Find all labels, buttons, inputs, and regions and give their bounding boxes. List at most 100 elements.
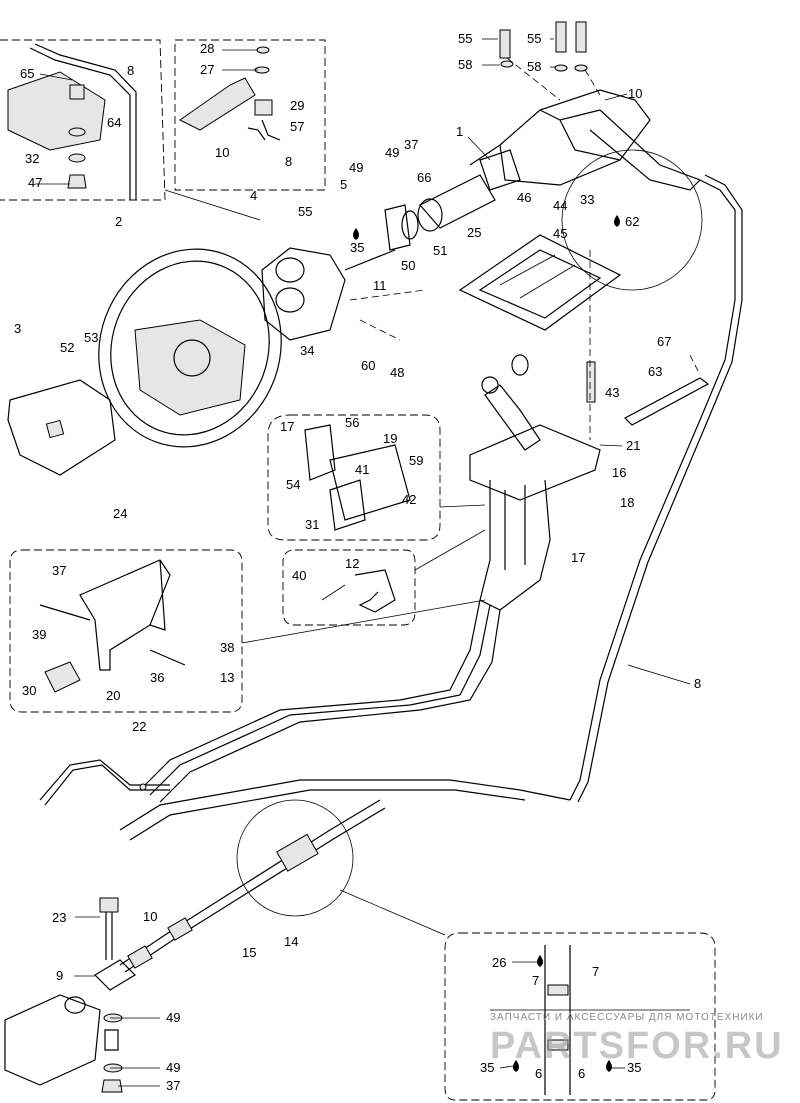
callout-label: 46 bbox=[517, 190, 531, 205]
callout-label: 10 bbox=[215, 145, 229, 160]
callout-label: 58 bbox=[458, 57, 472, 72]
rod-63 bbox=[624, 377, 710, 426]
lever-9-drawing bbox=[4, 897, 136, 1093]
callout-label: 45 bbox=[553, 226, 567, 241]
callout-label: 39 bbox=[32, 627, 46, 642]
leader-line bbox=[164, 189, 261, 221]
callout-label: 2 bbox=[115, 214, 122, 229]
callout-label: 53 bbox=[84, 330, 98, 345]
shifter-mechanism-drawing bbox=[119, 354, 601, 841]
callout-label: 38 bbox=[220, 640, 234, 655]
callout-label: 12 bbox=[345, 556, 359, 571]
callout-label: 5 bbox=[340, 177, 347, 192]
callout-label: 22 bbox=[132, 719, 146, 734]
lubricant-drop-icon bbox=[537, 955, 543, 967]
callout-label: 67 bbox=[657, 334, 671, 349]
callout-label: 48 bbox=[390, 365, 404, 380]
callout-label: 8 bbox=[285, 154, 292, 169]
callout-label: 6 bbox=[578, 1066, 585, 1081]
bracket-drawing bbox=[39, 559, 186, 693]
callout-label: 32 bbox=[25, 151, 39, 166]
callout-label: 66 bbox=[417, 170, 431, 185]
callout-label: 17 bbox=[571, 550, 585, 565]
callout-label: 58 bbox=[527, 59, 541, 74]
callout-label: 49 bbox=[385, 145, 399, 160]
callout-label: 51 bbox=[433, 243, 447, 258]
callout-label: 30 bbox=[22, 683, 36, 698]
callout-label: 7 bbox=[532, 973, 539, 988]
callout-label: 7 bbox=[592, 964, 599, 979]
callout-label: 55 bbox=[298, 204, 312, 219]
horn-pad-drawing bbox=[7, 379, 116, 476]
callout-label: 16 bbox=[612, 465, 626, 480]
detail-box-cable-end bbox=[0, 39, 166, 201]
steering-column-drawing bbox=[384, 89, 743, 803]
watermark-brand: PARTSFOR.RU bbox=[490, 1025, 784, 1067]
callout-label: 1 bbox=[456, 124, 463, 139]
callout-label: 31 bbox=[305, 517, 319, 532]
callout-label: 36 bbox=[150, 670, 164, 685]
callout-label: 40 bbox=[292, 568, 306, 583]
callout-label: 37 bbox=[404, 137, 418, 152]
callout-label: 49 bbox=[166, 1010, 180, 1025]
callout-label: 41 bbox=[355, 462, 369, 477]
callout-label: 50 bbox=[401, 258, 415, 273]
callout-label: 37 bbox=[166, 1078, 180, 1093]
detail-box-shift-lock bbox=[282, 549, 416, 626]
cable-end-detail-drawing bbox=[7, 43, 137, 200]
callout-label: 49 bbox=[166, 1060, 180, 1075]
cable-clip-detail-drawing bbox=[179, 46, 281, 141]
callout-label: 10 bbox=[628, 86, 642, 101]
callout-label: 15 bbox=[242, 945, 256, 960]
callout-label: 24 bbox=[113, 506, 127, 521]
leader-line bbox=[241, 599, 486, 644]
callout-label: 3 bbox=[14, 321, 21, 336]
watermark-tagline: ЗАПЧАСТИ И АКСЕССУАРЫ ДЛЯ МОТОТЕХНИКИ bbox=[490, 1012, 764, 1023]
adjuster-closeup-drawing bbox=[490, 945, 690, 1095]
shifter-plate-drawing bbox=[458, 234, 622, 331]
watermark: ЗАПЧАСТИ И АКСЕССУАРЫ ДЛЯ МОТОТЕХНИКИ PA… bbox=[490, 1012, 784, 1067]
detail-box-cable-adjuster bbox=[444, 932, 716, 1101]
callout-label: 55 bbox=[527, 31, 541, 46]
callout-label: 18 bbox=[620, 495, 634, 510]
callout-label: 33 bbox=[580, 192, 594, 207]
callout-label: 26 bbox=[492, 955, 506, 970]
pin-40 bbox=[321, 584, 346, 601]
lubricant-drop-icon bbox=[614, 215, 620, 227]
leader-line bbox=[339, 889, 446, 936]
callout-label: 44 bbox=[553, 198, 567, 213]
callout-label: 47 bbox=[28, 175, 42, 190]
lubricant-drop-icon bbox=[353, 228, 359, 240]
callout-label: 64 bbox=[107, 115, 121, 130]
callout-label: 57 bbox=[290, 119, 304, 134]
callout-label: 9 bbox=[56, 968, 63, 983]
callout-label: 55 bbox=[458, 31, 472, 46]
callout-label: 35 bbox=[350, 240, 364, 255]
callout-label: 10 bbox=[143, 909, 157, 924]
gate-plate-drawing bbox=[304, 424, 411, 531]
callout-labels: 65 8 64 32 47 28 27 29 57 10 8 55 55 58 … bbox=[14, 31, 701, 1093]
callout-label: 8 bbox=[694, 676, 701, 691]
callout-label: 35 bbox=[480, 1060, 494, 1075]
top-fasteners-drawing bbox=[349, 21, 701, 440]
shift-cable-22-drawing bbox=[39, 759, 170, 806]
callout-label: 60 bbox=[361, 358, 375, 373]
callout-label: 28 bbox=[200, 41, 214, 56]
callout-label: 4 bbox=[250, 188, 257, 203]
callout-label: 62 bbox=[625, 214, 639, 229]
callout-label: 52 bbox=[60, 340, 74, 355]
callout-label: 49 bbox=[349, 160, 363, 175]
callout-label: 63 bbox=[648, 364, 662, 379]
callout-label: 35 bbox=[627, 1060, 641, 1075]
callout-label: 20 bbox=[106, 688, 120, 703]
callout-label: 25 bbox=[467, 225, 481, 240]
callout-label: 11 bbox=[373, 278, 387, 293]
callout-label: 43 bbox=[605, 385, 619, 400]
callout-label: 14 bbox=[284, 934, 298, 949]
callout-label: 23 bbox=[52, 910, 66, 925]
lubricant-drop-icon bbox=[606, 1060, 612, 1072]
callout-label: 13 bbox=[220, 670, 234, 685]
callout-label: 21 bbox=[626, 438, 640, 453]
